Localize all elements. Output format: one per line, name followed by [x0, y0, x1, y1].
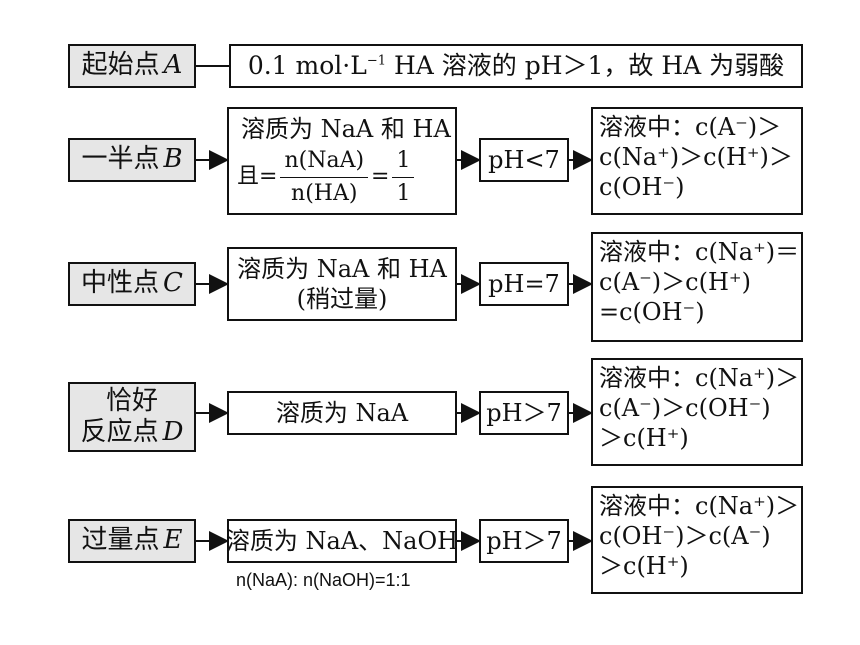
half-point-conc-box: 溶液中：c(A⁻)＞ c(Na⁺)＞c(H⁺)＞ c(OH⁻)	[591, 107, 803, 215]
neutral-point-label: 中性点 C	[68, 262, 196, 306]
equivalence-line2: 反应点	[80, 417, 159, 447]
ratio-fraction-1: n(NaA) n(HA)	[280, 147, 369, 207]
equivalence-conc-line3: ＞c(H⁺)	[599, 424, 689, 452]
half-conc-line2: c(Na⁺)＞c(H⁺)＞	[599, 143, 793, 171]
frac1-numerator: n(NaA)	[280, 147, 369, 178]
excess-ph: pH＞7	[486, 527, 562, 555]
neutral-point-ph: pH=7	[488, 270, 560, 298]
equivalence-conc-line1: 溶液中：c(Na⁺)＞	[599, 364, 800, 392]
ratio-fraction-2: 1 1	[392, 147, 415, 207]
neutral-point-text: 中性点	[81, 268, 160, 299]
start-point-text: 起始点	[81, 50, 160, 81]
ratio-equals: =	[371, 164, 390, 190]
start-point-label: 起始点 A	[68, 44, 196, 88]
equivalence-conc-line2: c(A⁻)＞c(OH⁻)	[599, 394, 771, 422]
excess-conc-line1: 溶液中：c(Na⁺)＞	[599, 492, 800, 520]
excess-conc-box: 溶液中：c(Na⁺)＞ c(OH⁻)＞c(A⁻) ＞c(H⁺)	[591, 486, 803, 594]
half-point-text: 一半点	[81, 144, 160, 175]
equivalence-solute: 溶质为 NaA	[275, 399, 409, 427]
excess-mole-ratio-note: n(NaA): n(NaOH)=1:1	[236, 570, 411, 590]
start-desc-sup: −1	[366, 54, 386, 70]
half-solute-ratio: 且 = n(NaA) n(HA) = 1 1	[237, 147, 417, 207]
frac1-denominator: n(HA)	[291, 180, 358, 206]
half-point-var: B	[163, 144, 183, 175]
excess-solute-box: 溶质为 NaA、NaOH	[225, 519, 459, 563]
frac2-denominator: 1	[396, 180, 411, 206]
equivalence-line1: 恰好	[105, 385, 158, 416]
equivalence-conc-box: 溶液中：c(Na⁺)＞ c(A⁻)＞c(OH⁻) ＞c(H⁺)	[591, 358, 803, 466]
neutral-solute-line1: 溶质为 NaA 和 HA	[237, 255, 447, 283]
start-desc-part2: HA 溶液的 pH＞1，故 HA 为弱酸	[386, 51, 785, 81]
half-point-solute-box: 溶质为 NaA 和 HA 且 = n(NaA) n(HA) = 1 1	[227, 107, 457, 215]
half-point-ph: pH<7	[488, 146, 560, 174]
half-solute-prefix: 且	[237, 164, 260, 190]
half-point-ph-box: pH<7	[479, 138, 569, 182]
excess-solute: 溶质为 NaA、NaOH	[225, 527, 459, 555]
excess-point-text: 过量点	[81, 525, 160, 556]
neutral-point-conc-box: 溶液中：c(Na⁺)＝ c(A⁻)＞c(H⁺) =c(OH⁻)	[591, 232, 803, 342]
excess-point-label: 过量点 E	[68, 519, 196, 563]
neutral-conc-line1: 溶液中：c(Na⁺)＝	[599, 238, 800, 266]
equivalence-solute-box: 溶质为 NaA	[227, 391, 457, 435]
neutral-conc-line2: c(A⁻)＞c(H⁺)	[599, 268, 751, 296]
start-point-var: A	[163, 50, 183, 81]
equivalence-var: D	[162, 417, 184, 447]
half-conc-line3: c(OH⁻)	[599, 173, 685, 201]
excess-ph-box: pH＞7	[479, 519, 569, 563]
half-point-label: 一半点 B	[68, 138, 196, 182]
neutral-solute-line2: (稍过量)	[296, 285, 388, 313]
equivalence-ph: pH＞7	[486, 399, 562, 427]
equivalence-ph-box: pH＞7	[479, 391, 569, 435]
neutral-point-solute-box: 溶质为 NaA 和 HA (稍过量)	[227, 247, 457, 321]
start-desc-part1: 0.1 mol·L	[247, 51, 367, 81]
neutral-conc-line3: =c(OH⁻)	[599, 298, 705, 326]
neutral-point-ph-box: pH=7	[479, 262, 569, 306]
half-conc-line1: 溶液中：c(A⁻)＞	[599, 113, 782, 141]
excess-point-var: E	[163, 525, 183, 556]
start-point-desc-box: 0.1 mol·L−1 HA 溶液的 pH＞1，故 HA 为弱酸	[229, 44, 803, 88]
neutral-point-var: C	[163, 268, 183, 299]
excess-conc-line3: ＞c(H⁺)	[599, 552, 689, 580]
half-solute-line1: 溶质为 NaA 和 HA	[241, 115, 451, 143]
excess-conc-line2: c(OH⁻)＞c(A⁻)	[599, 522, 771, 550]
frac2-numerator: 1	[392, 147, 415, 178]
